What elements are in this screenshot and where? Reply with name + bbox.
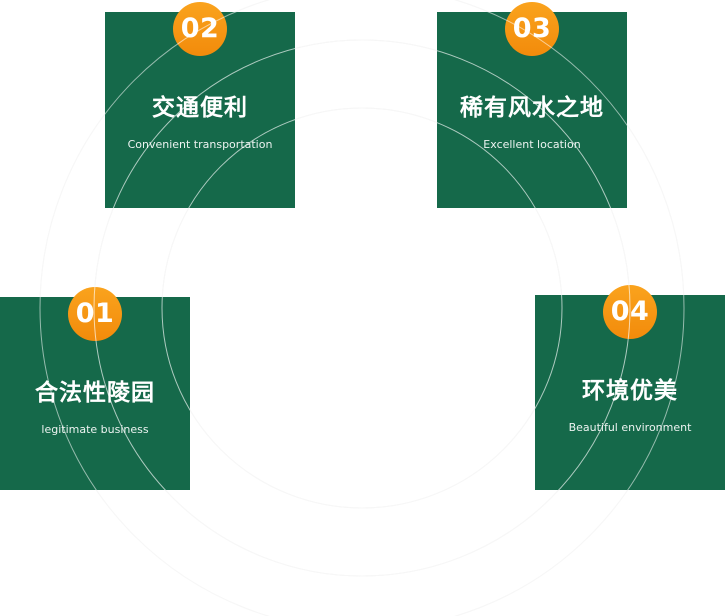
feature-card-03: 03 稀有风水之地 Excellent location: [437, 2, 627, 208]
card-body: 稀有风水之地 Excellent location: [437, 88, 627, 151]
feature-card-04: 04 环境优美 Beautiful environment: [535, 285, 725, 490]
card-body: 环境优美 Beautiful environment: [535, 371, 725, 434]
card-subtitle: Excellent location: [483, 138, 581, 151]
badge-number: 03: [512, 13, 552, 44]
card-subtitle: Convenient transportation: [127, 138, 273, 151]
card-title: 环境优美: [582, 378, 678, 404]
badge-number: 04: [610, 296, 650, 327]
card-body: 合法性陵园 legitimate business: [0, 373, 190, 436]
number-badge-icon: 01: [68, 287, 122, 341]
badge-number: 01: [75, 298, 115, 329]
card-title: 交通便利: [152, 95, 248, 121]
number-badge-icon: 03: [505, 2, 559, 56]
feature-card-01: 01 合法性陵园 legitimate business: [0, 287, 190, 490]
number-badge-icon: 04: [603, 285, 657, 339]
card-title: 稀有风水之地: [460, 95, 604, 121]
feature-card-02: 02 交通便利 Convenient transportation: [105, 2, 295, 208]
card-body: 交通便利 Convenient transportation: [105, 88, 295, 151]
badge-number: 02: [180, 13, 220, 44]
number-badge-icon: 02: [173, 2, 227, 56]
card-subtitle: Beautiful environment: [568, 421, 692, 434]
card-title: 合法性陵园: [35, 380, 155, 406]
card-subtitle: legitimate business: [41, 423, 149, 436]
